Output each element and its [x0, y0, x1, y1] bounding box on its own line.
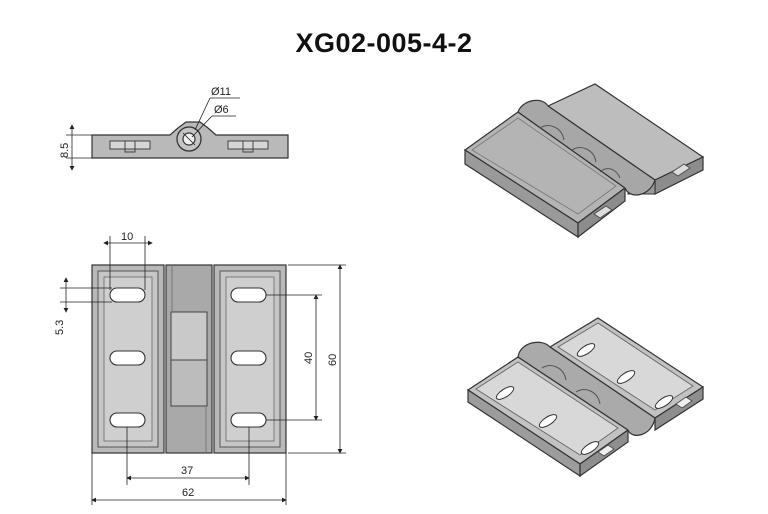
dim-slot-width: 10	[121, 231, 133, 243]
isometric-view-front	[466, 317, 705, 478]
dim-thickness: 8.5	[59, 143, 71, 158]
dim-hole-spacing-horizontal: 37	[181, 465, 193, 477]
dim-slot-height: 5.3	[54, 320, 66, 335]
dim-inner-diameter: Ø6	[214, 104, 229, 116]
dim-hole-spacing-vertical: 40	[303, 352, 315, 364]
dim-overall-width: 62	[182, 487, 194, 499]
isometric-view-back	[463, 83, 705, 239]
drawing-title: XG02-005-4-2	[295, 28, 473, 58]
side-view	[66, 97, 289, 171]
dim-overall-height: 60	[327, 354, 339, 366]
front-view	[60, 236, 346, 505]
dim-outer-diameter: Ø11	[211, 86, 231, 98]
